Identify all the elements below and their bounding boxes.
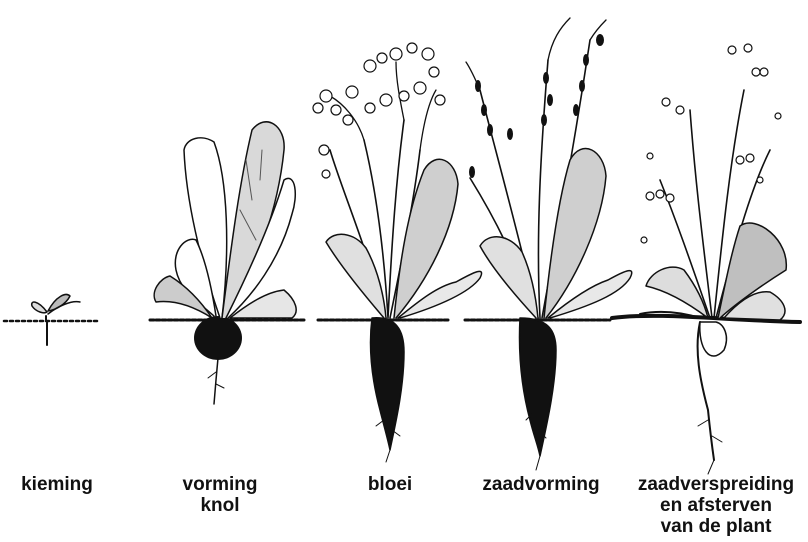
stage-label-bloei: bloei xyxy=(345,474,435,495)
label-line: vorming xyxy=(165,474,275,495)
stage-label-kieming: kieming xyxy=(3,474,111,495)
young-beet-drawing xyxy=(150,122,305,404)
label-line: zaadvorming xyxy=(466,474,616,495)
stage-label-vorming-knol: vorming knol xyxy=(165,474,275,516)
seedling-drawing xyxy=(4,295,100,345)
stage-label-zaadvorming: zaadvorming xyxy=(466,474,616,495)
dying-beet-drawing xyxy=(612,44,800,474)
label-line: zaadverspreiding xyxy=(626,474,806,495)
label-line: knol xyxy=(165,495,275,516)
flowering-beet-drawing xyxy=(313,43,482,462)
label-line: van de plant xyxy=(626,516,806,537)
label-line: kieming xyxy=(3,474,111,495)
label-line: bloei xyxy=(345,474,435,495)
seeding-beet-drawing xyxy=(465,18,632,470)
stage-label-zaadverspreiding: zaadverspreiding en afsterven van de pla… xyxy=(626,474,806,537)
label-line: en afsterven xyxy=(626,495,806,516)
